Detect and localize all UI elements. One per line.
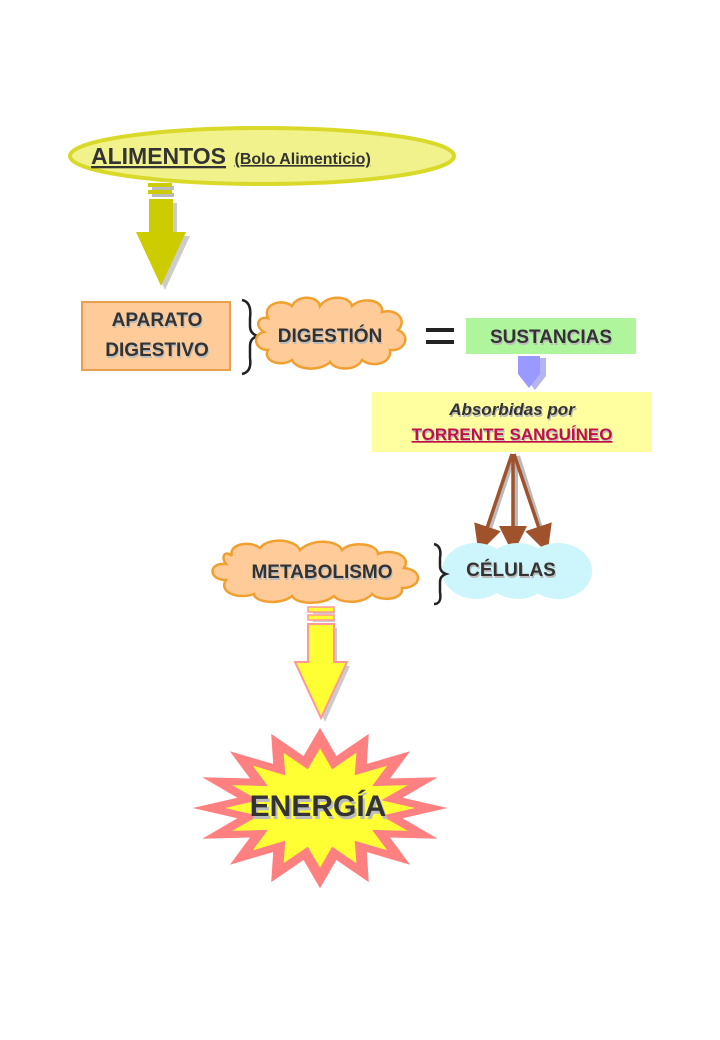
- svg-text:APARATO: APARATO: [113, 312, 204, 333]
- sustancias-label: SUSTANCIAS: [490, 327, 612, 348]
- alimentos-sublabel: (Bolo Alimenticio): [234, 151, 370, 168]
- svg-text:ENERGÍA: ENERGÍA: [252, 792, 389, 826]
- right-brace-icon-2: [433, 542, 450, 606]
- svg-text:TORRENTE SANGUÍNEO: TORRENTE SANGUÍNEO: [413, 427, 614, 446]
- aparato-box: [81, 301, 231, 371]
- absorbidas-node: Absorbidas por Absorbidas por TORRENTE S…: [372, 392, 652, 452]
- aparato-label-line1: APARATO: [112, 310, 203, 331]
- svg-text:DIGESTIVO: DIGESTIVO: [106, 342, 209, 363]
- digestion-label: DIGESTIÓN: [278, 325, 383, 347]
- cell-right: [524, 543, 592, 599]
- energy-down-arrow-icon: [293, 606, 350, 722]
- cell-arrows: [474, 453, 552, 554]
- aparato-digestivo-node: APARATO APARATO DIGESTIVO DIGESTIVO: [81, 301, 231, 371]
- svg-text:Absorbidas por: Absorbidas por: [449, 402, 577, 421]
- aparato-label-line2: DIGESTIVO: [105, 340, 208, 361]
- sustancias-node: SUSTANCIAS SUSTANCIAS: [466, 318, 636, 354]
- alimentos-ellipse: [68, 126, 456, 186]
- brown-arrow-left-icon: [474, 453, 514, 554]
- svg-text:DIGESTIÓN: DIGESTIÓN: [279, 327, 384, 349]
- alimentos-node: ALIMENTOS (Bolo Alimenticio): [68, 126, 456, 186]
- svg-text:METABOLISMO: METABOLISMO: [252, 564, 393, 585]
- celulas-label: CÉLULAS: [466, 559, 556, 581]
- brown-arrow-right-icon: [512, 453, 552, 554]
- alimentos-label: ALIMENTOS: [91, 143, 226, 169]
- energia-starburst: ENERGÍA ENERGÍA: [192, 727, 448, 889]
- svg-text:CÉLULAS: CÉLULAS: [467, 561, 557, 583]
- sustancias-box: [466, 318, 636, 354]
- equals-icon: [426, 328, 454, 344]
- torrente-label: TORRENTE SANGUÍNEO: [412, 425, 613, 444]
- chevron-down-icon: [518, 356, 546, 390]
- metabolismo-label: METABOLISMO: [251, 562, 392, 583]
- starburst-inner: [225, 748, 415, 868]
- metabolismo-cloud: METABOLISMO METABOLISMO: [211, 539, 420, 604]
- down-arrow-icon: [136, 183, 190, 290]
- svg-text:ALIMENTOS (Bolo Alimenti: ALIMENTOS (Bolo Alimenticio): [91, 143, 371, 169]
- energia-label: ENERGÍA: [250, 789, 387, 823]
- absorbidas-box: [372, 392, 652, 452]
- digestion-cloud: DIGESTIÓN DIGESTIÓN: [255, 296, 407, 370]
- absorbidas-label: Absorbidas por: [448, 400, 576, 419]
- celulas-node: CÉLULAS CÉLULAS: [442, 543, 592, 599]
- svg-text:SUSTANCIAS: SUSTANCIAS: [491, 329, 613, 350]
